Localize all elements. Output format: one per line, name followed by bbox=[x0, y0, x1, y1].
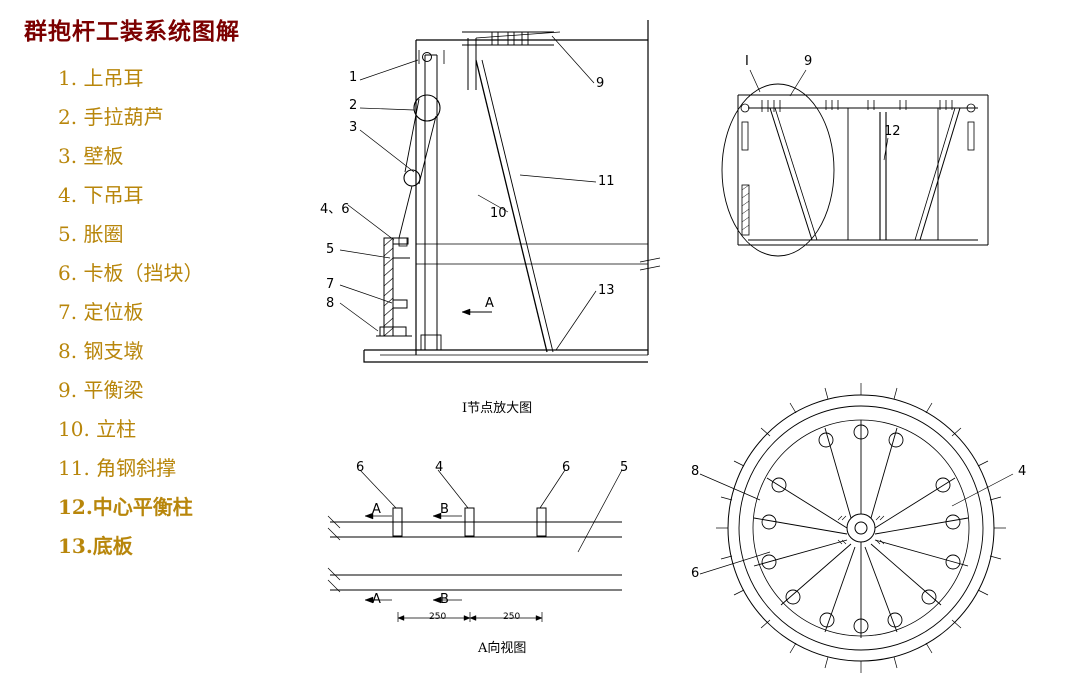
list-item: 13.底板 bbox=[58, 534, 133, 558]
page-title: 群抱杆工装系统图解 bbox=[24, 18, 240, 45]
list-item: 2. 手拉葫芦 bbox=[58, 105, 164, 129]
list-item: 5. 胀圈 bbox=[58, 222, 124, 246]
leader-label-4-6: 4、6 bbox=[320, 202, 350, 217]
caption-section-a: A向视图 bbox=[478, 641, 527, 656]
leader-label-1: 1 bbox=[349, 70, 358, 85]
list-item: 3. 壁板 bbox=[58, 144, 124, 168]
leader-label-10: 10 bbox=[490, 206, 507, 221]
leader-label-node-i: Ⅰ bbox=[745, 54, 749, 69]
section-mark-b-top: B bbox=[440, 502, 449, 517]
list-item: 12.中心平衡柱 bbox=[58, 495, 193, 519]
leader-label-9: 9 bbox=[596, 76, 605, 91]
section-mark-a-bottom: A bbox=[372, 592, 381, 607]
legend-list: 1. 上吊耳 2. 手拉葫芦 3. 壁板 4. 下吊耳 5. 胀圈 6. 卡板（… bbox=[58, 68, 318, 575]
list-item: 4. 下吊耳 bbox=[58, 183, 144, 207]
leader-label-9-side: 9 bbox=[804, 54, 813, 69]
leader-label-5-sectiona: 5 bbox=[620, 460, 629, 475]
list-item: 11. 角钢斜撑 bbox=[58, 456, 177, 480]
leader-label-7: 7 bbox=[326, 277, 335, 292]
list-item: 7. 定位板 bbox=[58, 300, 144, 324]
leader-label-3: 3 bbox=[349, 120, 358, 135]
leader-label-8: 8 bbox=[326, 296, 335, 311]
leader-label-2: 2 bbox=[349, 98, 358, 113]
leader-label-4-sectiona: 4 bbox=[435, 460, 444, 475]
leader-label-6-sectiona: 6 bbox=[356, 460, 365, 475]
section-mark-b-bottom: B bbox=[440, 592, 449, 607]
caption-node-detail: Ⅰ节点放大图 bbox=[462, 401, 533, 416]
leader-label-4-plan: 4 bbox=[1018, 464, 1027, 479]
leader-label-6b-sectiona: 6 bbox=[562, 460, 571, 475]
list-item: 1. 上吊耳 bbox=[58, 66, 144, 90]
section-arrow-label-a: A bbox=[485, 296, 494, 311]
leader-label-11: 11 bbox=[598, 174, 615, 189]
leader-label-5: 5 bbox=[326, 242, 335, 257]
list-item: 10. 立柱 bbox=[58, 417, 137, 441]
list-item: 9. 平衡梁 bbox=[58, 378, 144, 402]
leader-label-6-plan: 6 bbox=[691, 566, 700, 581]
dimension-250-right: 250 bbox=[503, 612, 521, 622]
dimension-250-left: 250 bbox=[429, 612, 447, 622]
section-mark-a-top: A bbox=[372, 502, 381, 517]
list-item: 6. 卡板（挡块） bbox=[58, 261, 204, 285]
list-item: 8. 钢支墩 bbox=[58, 339, 144, 363]
leader-label-8-plan: 8 bbox=[691, 464, 700, 479]
leader-label-13: 13 bbox=[598, 283, 615, 298]
leader-label-12: 12 bbox=[884, 124, 901, 139]
